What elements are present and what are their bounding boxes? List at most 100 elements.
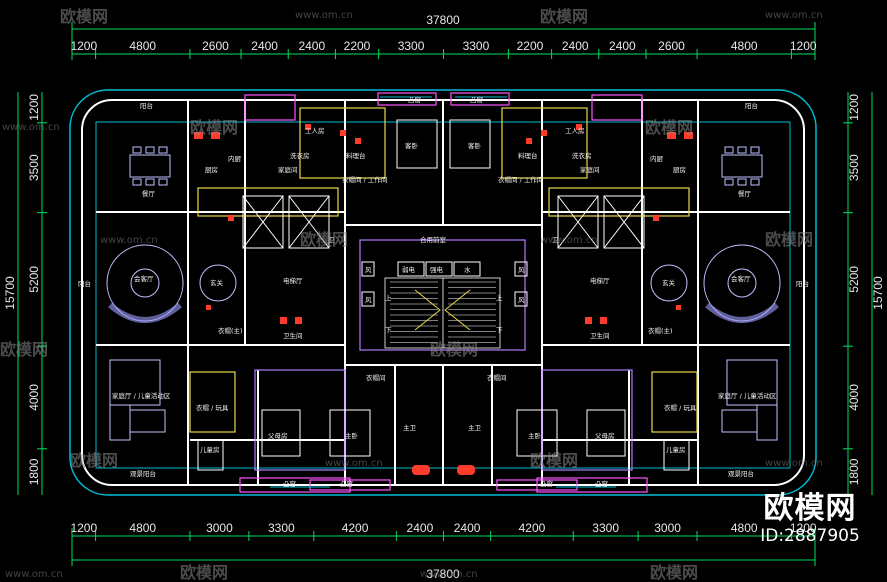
logo-text: 欧模网 [763, 491, 857, 526]
label-kitchen-right: 厨房 [673, 165, 686, 174]
label-worker-right: 工人房 [565, 126, 585, 135]
label-living-left: 会客厅 [134, 274, 154, 283]
label-closet-left: 衣帽间 [366, 373, 386, 382]
bottom-segment-label: 3300 [592, 521, 619, 535]
top-segment-label: 1200 [790, 39, 817, 53]
label-toilet-right: 卫 [552, 236, 559, 244]
label-closet-right: 衣帽间 [487, 373, 507, 382]
label-elevator-hall-right: 电梯厅 [590, 276, 610, 285]
family-sofas [109, 359, 778, 441]
label-window-1: 凸窗 [283, 479, 296, 488]
watermark-url-7: www.om.cn [2, 122, 60, 133]
label-window-2: 凸窗 [340, 479, 353, 488]
label-wind-d: 风 [365, 296, 372, 304]
bottom-segment-label: 3000 [206, 521, 233, 535]
elevators [242, 195, 645, 249]
watermark-url-8: www.om.cn [5, 569, 63, 580]
left-total-dimension: 15700 [3, 276, 17, 310]
window-marks [270, 96, 616, 488]
label-laundry-right: 洗衣房 [572, 151, 592, 160]
top-segment-label: 2400 [298, 39, 325, 53]
watermark-9: 欧模网 [70, 451, 118, 470]
stair-arrows [414, 289, 471, 331]
label-water: 水 [464, 265, 471, 274]
bottom-segment-label: 4800 [731, 521, 758, 535]
watermark-url-6: www.om.cn [765, 458, 823, 469]
bottom-total-dimension: 37800 [426, 567, 460, 581]
shaft-boxes [361, 261, 528, 307]
bottom-segment-label: 1200 [790, 521, 817, 535]
watermark-2: 欧模网 [540, 7, 588, 26]
bottom-segment-label: 1200 [70, 521, 97, 535]
watermark-4: 欧模网 [645, 118, 693, 137]
label-elevator-hall-left: 电梯厅 [283, 276, 303, 285]
label-drinks-right: 料理台 [518, 151, 538, 160]
label-up-right: 上 [496, 293, 503, 302]
label-drinks-left: 料理台 [346, 151, 366, 160]
label-wind-b: 风 [518, 296, 525, 304]
label-window-4: 凸窗 [595, 479, 608, 488]
label-cloak-main-right: 衣帽(主) [648, 326, 673, 335]
right-total-dimension: 15700 [871, 276, 885, 310]
bottom-segment-label: 3300 [268, 521, 295, 535]
top-segment-label: 4800 [731, 39, 758, 53]
top-segment-label: 2200 [517, 39, 544, 53]
label-kids-area-right: 家庭厅 / 儿童活动区 [718, 391, 777, 400]
bottom-segment-label: 4200 [342, 521, 369, 535]
watermark-url-9: www.om.cn [420, 569, 478, 580]
top-total-dimension: 37800 [426, 13, 460, 27]
living-sofas [106, 244, 781, 323]
watermark-url-3: www.om.cn [100, 235, 158, 246]
label-kids-area-left: 家庭厅 / 儿童活动区 [112, 391, 171, 400]
label-down-right: 下 [496, 326, 503, 334]
watermarks: 欧模网 www.om.cn 欧模网 www.om.cn 欧模网 欧模网 欧模网 … [0, 7, 823, 582]
bottom-segment-label: 2400 [407, 521, 434, 535]
label-cloak-small-right: 衣帽 / 玩具 [664, 403, 697, 412]
watermark-url-4: www.om.cn [540, 235, 598, 246]
watermark-1: 欧模网 [60, 7, 108, 26]
top-segment-label: 1200 [70, 39, 97, 53]
bottom-segment-label: 4800 [129, 521, 156, 535]
red-fixtures [194, 124, 693, 475]
watermark-10: 欧模网 [530, 451, 578, 470]
dining-chair [145, 178, 155, 186]
top-segment-label: 2200 [344, 39, 371, 53]
side-segment-label-right: 5200 [847, 266, 861, 293]
watermark-12: 欧模网 [650, 563, 698, 582]
label-guest-bath-left: 卫生间 [283, 331, 303, 340]
dining-chair [750, 178, 760, 186]
top-segment-label: 2600 [202, 39, 229, 53]
side-segment-label-right: 1200 [847, 94, 861, 121]
watermark-11: 欧模网 [180, 563, 228, 582]
top-segment-label: 4800 [129, 39, 156, 53]
top-segment-label: 3300 [398, 39, 425, 53]
label-master-bath-left: 主卫 [403, 423, 417, 432]
label-laundry-left: 洗衣房 [290, 151, 310, 160]
interior-walls [96, 100, 790, 485]
label-inner-right: 内厨 [650, 154, 664, 163]
top-segment-label: 2400 [609, 39, 636, 53]
brand-logo: 欧模网 ID:2887905 [735, 491, 885, 547]
label-balcony-left-side: 阳台 [78, 279, 91, 288]
label-bedroom-b: 客卧 [468, 141, 482, 150]
room-labels: 阳台 阳台 餐厅 餐厅 厨房 厨房 内厨 内厨 工人房 工人房 洗衣房 洗衣房 … [78, 95, 809, 488]
dining-chair [737, 146, 747, 154]
label-window-3: 凸窗 [540, 479, 553, 488]
dining-chair [132, 146, 142, 154]
side-segment-label-right: 3500 [847, 154, 861, 181]
label-master-bath-right: 主卫 [468, 423, 482, 432]
dining-chair [132, 178, 142, 186]
label-parent-left: 父母房 [268, 431, 288, 440]
dining-chair [737, 178, 747, 186]
watermark-8: 欧模网 [430, 340, 478, 359]
label-view-balcony-right: 观景阳台 [728, 469, 754, 478]
label-cloak-small-left: 衣帽 / 玩具 [196, 403, 229, 412]
label-balcony-right-top: 阳台 [745, 101, 758, 110]
top-segment-label: 3300 [463, 39, 490, 53]
side-segment-label-left: 1800 [27, 458, 41, 485]
label-parent-right: 父母房 [595, 431, 615, 440]
